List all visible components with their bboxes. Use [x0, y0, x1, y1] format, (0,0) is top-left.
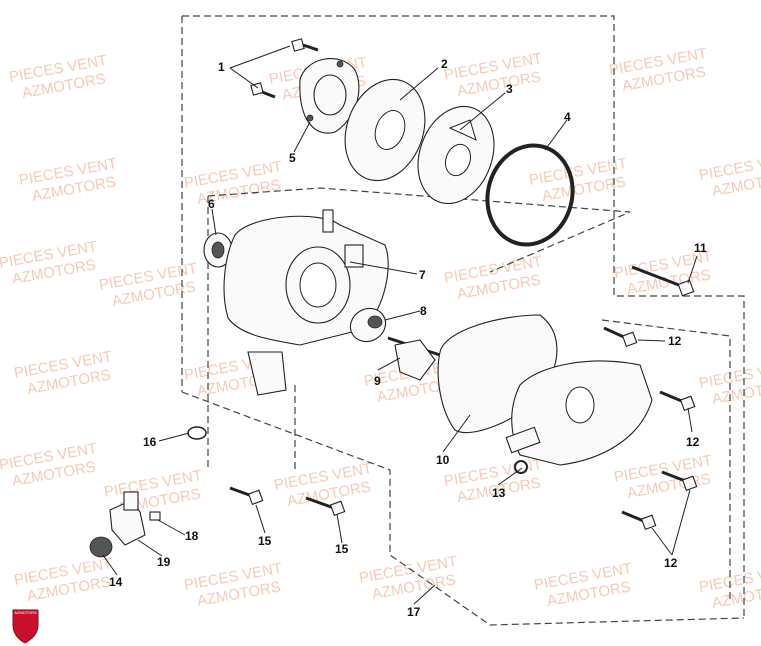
part-19-hose-fitting[interactable] [109, 491, 146, 546]
callout-18: 18 [185, 529, 199, 543]
watermark: PIECES VENT AZMOTORS [698, 150, 761, 200]
watermark: PIECES VENT AZMOTORS [8, 52, 109, 102]
part-12-bolt-d[interactable] [621, 510, 657, 531]
callout-15-a: 15 [258, 534, 272, 548]
watermark: PIECES VENT AZMOTORS [13, 348, 114, 398]
part-3-plate[interactable] [405, 96, 507, 215]
part-5-cover-plate[interactable] [299, 57, 360, 134]
callout-12-b: 12 [686, 435, 700, 449]
callout-9: 9 [374, 374, 381, 388]
assembly-outline-top [181, 15, 745, 618]
watermark: PIECES VENT AZMOTORS [18, 155, 119, 205]
part-16-clip[interactable] [187, 426, 207, 440]
watermark: PIECES VENT AZMOTORS [608, 45, 709, 95]
watermark: PIECES VENT AZMOTORS [698, 562, 761, 612]
azmotors-logo: AZMOTORS [12, 609, 39, 644]
part-18-bolt[interactable] [149, 511, 161, 521]
part-8-bearing[interactable] [344, 302, 391, 348]
callout-6: 6 [208, 197, 215, 211]
callout-12-a: 12 [668, 334, 682, 348]
callout-7: 7 [419, 268, 426, 282]
callout-8: 8 [420, 304, 427, 318]
callout-11: 11 [694, 241, 707, 255]
watermark: PIECES VENT AZMOTORS [13, 555, 114, 605]
watermark: PIECES VENT AZMOTORS [358, 553, 459, 603]
callout-1: 1 [218, 60, 225, 74]
part-1-bolt-lower[interactable] [250, 82, 276, 99]
watermark: PIECES VENT AZMOTORS [528, 155, 629, 205]
callout-15-b: 15 [335, 542, 349, 556]
watermark: PIECES VENT AZMOTORS [98, 260, 199, 310]
watermark: PIECES VENT AZMOTORS [0, 238, 98, 288]
callout-12-c: 12 [664, 556, 678, 570]
callout-3: 3 [506, 82, 513, 96]
watermark: PIECES VENT AZMOTORS [443, 50, 544, 100]
watermark: PIECES VENT AZMOTORS [613, 248, 714, 298]
part-12-bolt-b[interactable] [659, 390, 696, 412]
callout-16: 16 [143, 435, 157, 449]
part-12-bolt-c[interactable] [661, 470, 698, 492]
callout-10: 10 [436, 453, 450, 467]
part-12-bolt-a[interactable] [603, 326, 638, 348]
part-15-bolt-b[interactable] [305, 496, 346, 517]
logo-text: AZMOTORS [14, 610, 37, 615]
watermark: PIECES VENT AZMOTORS [698, 358, 761, 408]
callout-labels: 1 2 3 4 5 6 7 8 9 10 11 12 12 12 13 14 1… [109, 57, 707, 619]
part-13-pump-cover[interactable] [505, 360, 653, 474]
watermark: PIECES VENT AZMOTORS [533, 560, 634, 610]
callout-17: 17 [407, 605, 421, 619]
callout-5: 5 [289, 151, 296, 165]
watermark: PIECES VENT AZMOTORS [0, 440, 98, 490]
callout-19: 19 [157, 555, 171, 569]
part-6-bearing[interactable] [203, 232, 233, 268]
watermark: PIECES VENT AZMOTORS [183, 158, 284, 208]
leader-lines [102, 45, 698, 605]
assembly-outline-bottom [181, 319, 745, 626]
watermark: PIECES VENT AZMOTORS [183, 560, 284, 610]
watermark: PIECES VENT AZMOTORS [613, 452, 714, 502]
shield-icon [12, 609, 39, 644]
part-4-o-ring[interactable] [476, 136, 583, 254]
callout-4: 4 [564, 110, 571, 124]
callout-2: 2 [441, 57, 448, 71]
part-9-impeller[interactable] [387, 336, 441, 381]
part-1-bolt-upper[interactable] [291, 38, 319, 52]
part-2-gasket-disk[interactable] [332, 68, 439, 192]
part-7-pump-housing[interactable] [223, 209, 389, 396]
part-14-thermostat[interactable] [89, 536, 113, 558]
part-15-bolt-a[interactable] [229, 486, 264, 506]
part-11-long-bolt[interactable] [631, 265, 695, 297]
callout-13: 13 [492, 486, 506, 500]
watermark: PIECES VENT AZMOTORS [443, 253, 544, 303]
callout-14: 14 [109, 575, 123, 589]
